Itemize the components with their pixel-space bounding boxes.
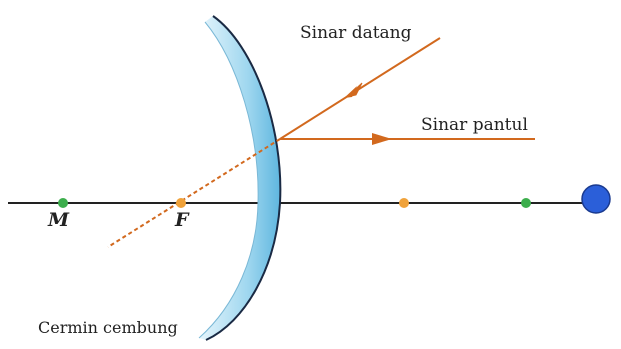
reflected-ray-label: Sinar pantul [421, 115, 528, 135]
point-f-label: F [174, 209, 190, 231]
incident-ray-arrowhead [343, 86, 357, 99]
incident-ray [279, 37, 441, 140]
ray-extension-dashed [107, 138, 281, 248]
point-f-dot [176, 198, 186, 208]
object-ball [581, 184, 611, 214]
incident-ray-label: Sinar datang [300, 23, 412, 43]
point-orange-right-dot [399, 198, 409, 208]
point-green-right-dot [521, 198, 531, 208]
point-m-dot [58, 198, 68, 208]
mirror-edge [205, 15, 282, 341]
point-m-label: M [47, 209, 70, 231]
convex-mirror [199, 16, 281, 340]
reflected-ray-arrowhead [372, 133, 392, 145]
mirror-inner-edge [198, 21, 259, 339]
mirror-label: Cermin cembung [38, 318, 178, 337]
